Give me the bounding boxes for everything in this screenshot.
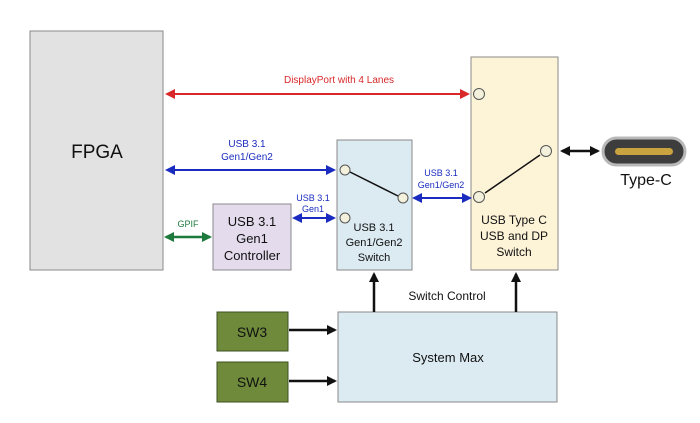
typec-switch-lever	[484, 154, 541, 194]
usb-switch-contact-top	[339, 164, 351, 176]
switch-typec-label-line1: USB 3.1	[424, 168, 458, 178]
switch-control-label: Switch Control	[408, 289, 485, 303]
usb31-switch-block	[336, 139, 413, 271]
typec-switch-label-line2: USB and DP	[480, 229, 548, 243]
typec-switch-block	[470, 56, 559, 271]
usb-switch-lever	[349, 171, 399, 197]
usb-switch-contact-right	[397, 192, 409, 204]
controller-label-line3: Controller	[224, 248, 281, 263]
usb-switch-label-line3: Switch	[358, 252, 390, 264]
sw3-label: SW3	[237, 324, 268, 340]
controller-usb-label-line2: Gen1	[302, 204, 324, 214]
fpga-block	[29, 30, 164, 271]
fpga-label: FPGA	[71, 142, 123, 163]
controller-label-line2: Gen1	[236, 231, 268, 246]
system-max-label: System Max	[412, 350, 484, 365]
typec-connector-tongue	[615, 148, 673, 155]
usb-switch-label-line2: Gen1/Gen2	[346, 237, 403, 249]
sw4-label: SW4	[237, 374, 268, 390]
typec-contact-top	[473, 88, 485, 100]
system-max-block	[337, 311, 558, 403]
gpif-label: GPIF	[177, 219, 199, 229]
typec-switch-label-line1: USB Type C	[481, 213, 547, 227]
displayport-label: DisplayPort with 4 Lanes	[284, 75, 394, 86]
typec-port-label: Type-C	[620, 172, 672, 189]
sw4-block	[216, 361, 289, 403]
switch-typec-label-line2: Gen1/Gen2	[418, 180, 465, 190]
controller-label-line1: USB 3.1	[228, 214, 276, 229]
usb-switch-contact-bottom	[339, 212, 351, 224]
usb31-controller-block	[212, 203, 292, 271]
controller-usb-label-line1: USB 3.1	[296, 193, 330, 203]
usb-switch-label-line1: USB 3.1	[354, 222, 395, 234]
fpga-usb-label-line1: USB 3.1	[228, 139, 266, 150]
fpga-usb-label-line2: Gen1/Gen2	[221, 152, 273, 163]
typec-contact-bottom	[473, 191, 485, 203]
typec-switch-label-line3: Switch	[496, 245, 531, 259]
sw3-block	[216, 311, 289, 352]
typec-contact-right	[540, 145, 552, 157]
